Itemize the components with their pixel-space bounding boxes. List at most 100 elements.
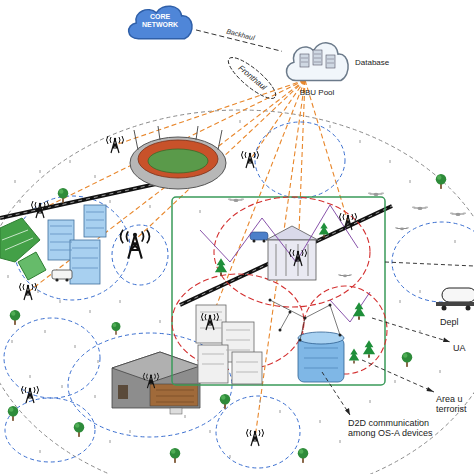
office-buildings (50, 212, 104, 268)
leader-lines (385, 262, 474, 266)
devices (339, 334, 342, 337)
bank-building (276, 244, 308, 276)
tanker-truck (442, 288, 474, 302)
stadium (138, 140, 218, 178)
city-blocks (200, 312, 258, 372)
devices (299, 339, 302, 342)
smart-city-zone (172, 197, 385, 385)
cloud-outline (282, 38, 352, 82)
fields (2, 230, 33, 250)
trees (402, 352, 413, 367)
towers (22, 386, 39, 403)
office-buildings (84, 205, 106, 237)
factory (150, 384, 198, 406)
stadium (148, 149, 208, 173)
round-building (304, 348, 338, 368)
blue-cells (112, 225, 168, 285)
uavs (228, 199, 245, 202)
stadium (134, 126, 222, 150)
towers (242, 151, 259, 168)
car (263, 240, 266, 243)
trees (353, 302, 365, 320)
server-racks (300, 54, 309, 67)
node-caption: BBU Pool (292, 88, 342, 97)
towers (107, 136, 124, 153)
bus (55, 278, 58, 281)
core-network-cloud: CORE NETWORK (124, 2, 196, 40)
device-links (270, 300, 340, 340)
trees (220, 394, 231, 409)
blue-cells (4, 318, 100, 398)
bank-building (266, 226, 318, 280)
trees (319, 223, 330, 238)
roads (0, 182, 392, 305)
fronthaul-links (40, 80, 305, 210)
towers (32, 201, 49, 218)
factory (112, 352, 200, 382)
bus (65, 278, 68, 281)
trees (74, 422, 85, 437)
towers (20, 283, 37, 300)
tanker-truck (466, 306, 471, 311)
blue-cells (392, 222, 474, 302)
city-blocks (232, 352, 262, 384)
deployment-label: Depl (440, 317, 470, 327)
leader-lines (362, 360, 434, 392)
stadium (130, 137, 226, 189)
factory (118, 385, 128, 399)
car (250, 232, 268, 243)
factory (112, 352, 200, 414)
trees (112, 322, 121, 335)
towers (290, 249, 307, 266)
node-title: Database (355, 58, 405, 67)
fields (18, 252, 46, 280)
bus (52, 270, 72, 279)
fields (0, 218, 46, 280)
office-buildings (48, 205, 106, 284)
coverage-area (0, 110, 474, 474)
leader-heads (345, 338, 450, 416)
trees (363, 340, 375, 358)
trees (170, 448, 181, 463)
devices (269, 299, 272, 302)
towers (247, 429, 264, 446)
area-label: Area u terrorist (436, 394, 474, 414)
towers (202, 313, 219, 330)
devices (269, 299, 342, 342)
leader-heads (427, 387, 435, 392)
edge-label: Backhaul (226, 27, 256, 42)
fronthaul-links (250, 80, 305, 160)
factory (112, 352, 200, 408)
device-links (270, 300, 340, 340)
leader-heads (443, 338, 450, 343)
car (250, 232, 268, 240)
fronthaul-links (305, 80, 348, 222)
fronthaul-links (115, 80, 305, 145)
devices (279, 329, 282, 332)
bbu-pool-cloud: DatabaseBBU Pool (282, 38, 352, 82)
trees (298, 448, 309, 463)
devices (304, 317, 307, 320)
fronthaul-label: Fronthaul (226, 55, 278, 101)
factory (156, 390, 194, 402)
car (253, 240, 256, 243)
d2d-label: D2D communication among OS-A devices (348, 418, 448, 438)
office-buildings (70, 240, 100, 284)
trees (349, 349, 360, 364)
fronthaul-links (28, 80, 305, 292)
trees (58, 188, 69, 203)
trees (215, 258, 227, 276)
server-racks (313, 50, 322, 65)
server-racks (301, 54, 334, 63)
round-building (298, 338, 344, 382)
cloud-shape (129, 6, 192, 39)
tanker-truck (442, 306, 447, 311)
server-racks (326, 55, 335, 68)
towers (121, 230, 150, 259)
uavs (228, 193, 467, 278)
city-blocks (196, 305, 262, 384)
leader-heads (345, 408, 350, 415)
leader-lines (372, 318, 450, 342)
fronthaul-ring (223, 52, 281, 104)
